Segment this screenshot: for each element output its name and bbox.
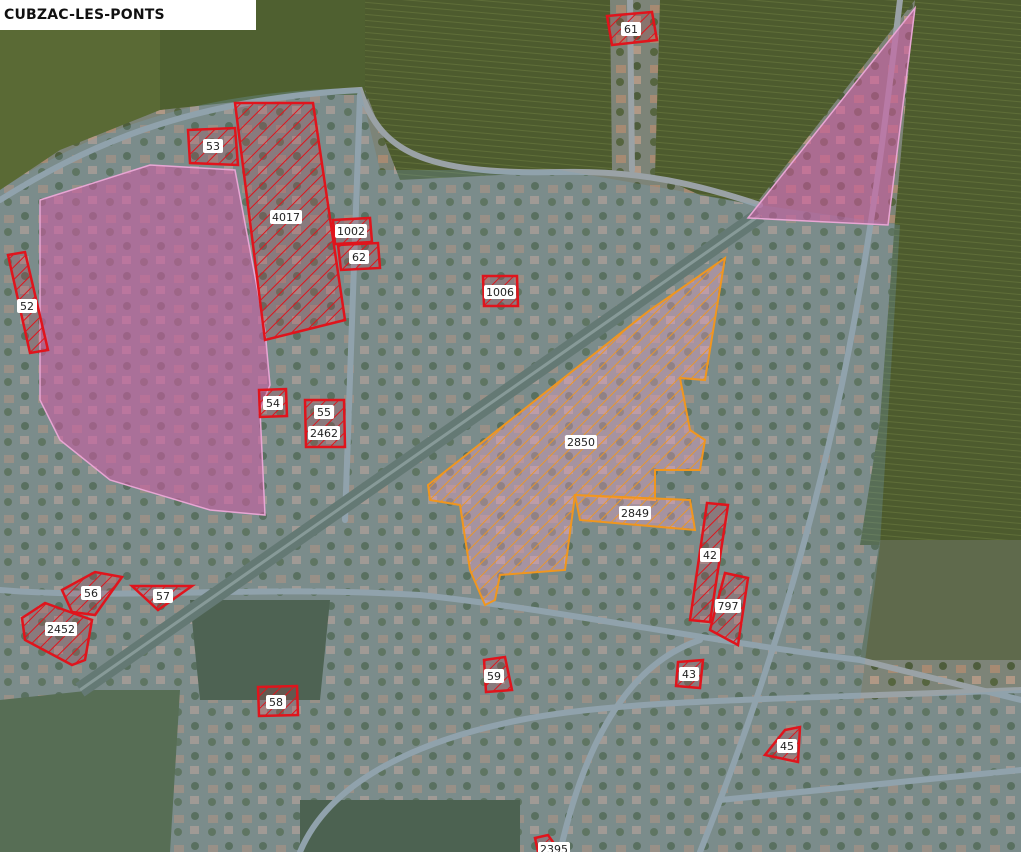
label-2849: 2849 — [619, 506, 651, 520]
label-59: 59 — [484, 669, 504, 683]
svg-text:57: 57 — [156, 590, 170, 603]
svg-text:4017: 4017 — [272, 211, 300, 224]
svg-text:797: 797 — [718, 600, 739, 613]
label-43: 43 — [679, 667, 699, 681]
label-2462: 2462 — [308, 426, 340, 440]
label-45: 45 — [777, 739, 797, 753]
urban-zone-northeast — [746, 5, 917, 226]
svg-text:61: 61 — [624, 23, 638, 36]
woods-bottom — [300, 800, 520, 852]
svg-text:54: 54 — [266, 397, 280, 410]
svg-text:2395: 2395 — [540, 843, 568, 852]
svg-text:2452: 2452 — [47, 623, 75, 636]
label-61: 61 — [621, 22, 641, 36]
project-zone-2850 — [426, 255, 727, 607]
vineyard-north-right — [655, 0, 915, 205]
label-53: 53 — [203, 139, 223, 153]
svg-text:55: 55 — [317, 406, 331, 419]
label-1002: 1002 — [335, 224, 367, 238]
field-east-grass — [860, 540, 1021, 660]
svg-text:2849: 2849 — [621, 507, 649, 520]
svg-text:2850: 2850 — [567, 436, 595, 449]
label-2395: 2395 — [538, 842, 570, 852]
svg-text:53: 53 — [206, 140, 220, 153]
svg-text:62: 62 — [352, 251, 366, 264]
parcel-42[interactable] — [688, 501, 730, 624]
label-2850: 2850 — [565, 435, 597, 449]
svg-text:59: 59 — [487, 670, 501, 683]
svg-text:1002: 1002 — [337, 225, 365, 238]
label-62: 62 — [349, 250, 369, 264]
label-42: 42 — [700, 548, 720, 562]
label-797: 797 — [715, 599, 741, 613]
field-southwest — [0, 690, 180, 852]
label-56: 56 — [81, 586, 101, 600]
svg-text:42: 42 — [703, 549, 717, 562]
label-2452: 2452 — [45, 622, 77, 636]
label-58: 58 — [266, 695, 286, 709]
svg-text:56: 56 — [84, 587, 98, 600]
svg-text:1006: 1006 — [486, 286, 514, 299]
label-4017: 4017 — [270, 210, 302, 224]
svg-text:45: 45 — [780, 740, 794, 753]
field-east — [860, 0, 1021, 545]
svg-text:52: 52 — [20, 300, 34, 313]
label-55: 55 — [314, 405, 334, 419]
label-54: 54 — [263, 396, 283, 410]
label-52: 52 — [17, 299, 37, 313]
label-1006: 1006 — [484, 285, 516, 299]
label-57: 57 — [153, 589, 173, 603]
woods-south — [190, 600, 330, 700]
commune-title: CUBZAC-LES-PONTS — [0, 0, 256, 30]
parcel-labels: 61 53 4017 1002 62 52 1006 54 55 2462 28… — [17, 22, 797, 852]
svg-text:58: 58 — [269, 696, 283, 709]
railway-rails — [79, 213, 761, 692]
svg-text:2462: 2462 — [310, 427, 338, 440]
vineyard-north-center — [365, 0, 612, 180]
urban-zone-west — [39, 164, 271, 516]
svg-text:43: 43 — [682, 668, 696, 681]
